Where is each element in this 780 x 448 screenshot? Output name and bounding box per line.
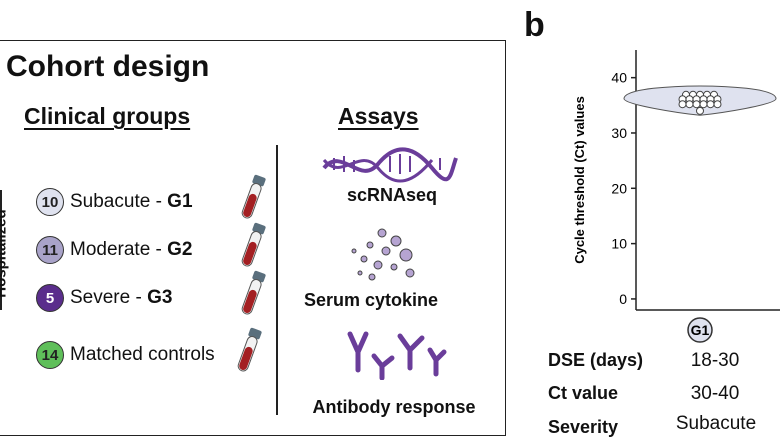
group-row-g3: 5 Severe - G3	[36, 281, 172, 315]
group-label: Moderate - G2	[70, 239, 193, 260]
group-row-controls: 14 Matched controls	[36, 338, 215, 372]
group-count-badge: 10	[36, 188, 64, 216]
blood-tube-icon	[241, 174, 266, 219]
row-value-dse: 18-30	[690, 350, 740, 371]
data-point	[685, 100, 694, 109]
row-label-ct: Ct value	[548, 383, 619, 403]
group-label: Severe - G3	[70, 287, 173, 308]
y-tick-label: 30	[611, 125, 627, 141]
hospitalized-bracket	[0, 190, 2, 310]
panel-b-letter: b	[524, 6, 545, 44]
y-tick-label: 0	[619, 291, 627, 307]
data-point	[706, 100, 715, 109]
data-point	[699, 100, 708, 109]
group-badge-label: G1	[691, 322, 710, 338]
y-tick-label: 40	[611, 70, 627, 86]
data-point	[713, 100, 722, 109]
y-axis-label: Cycle threshold (Ct) values	[572, 96, 587, 264]
dna-helix-icon	[322, 147, 458, 183]
assay-label-antibody-response: Antibody response	[312, 397, 476, 417]
hospitalized-label: Hospitalized	[0, 209, 10, 298]
data-point	[692, 100, 701, 109]
group-label: Subacute - G1	[70, 191, 193, 212]
y-tick-label: 10	[611, 236, 627, 252]
cohort-panel-frame	[0, 40, 506, 436]
y-tick-label: 20	[611, 180, 627, 196]
blood-tube-icon	[241, 222, 266, 267]
clinical-groups-heading: Clinical groups	[24, 103, 191, 129]
group-row-g2: 11 Moderate - G2	[36, 233, 193, 267]
group-badge-g1	[687, 317, 713, 343]
group-count-badge: 11	[36, 236, 64, 264]
group-row-g1: 10 Subacute - G1	[36, 185, 193, 219]
assay-label-serum-cytokine: Serum cytokine	[303, 290, 439, 310]
row-label-dse: DSE (days)	[548, 350, 644, 370]
antibody-icon	[347, 331, 447, 380]
row-value-severity: Subacute	[675, 413, 757, 434]
data-point	[678, 100, 687, 109]
row-value-ct: 30-40	[690, 383, 740, 404]
blood-tube-icon	[237, 327, 262, 372]
group-count-badge: 14	[36, 341, 64, 369]
row-label-severity: Severity	[548, 417, 619, 437]
assay-label-scrnaseq: scRNAseq	[346, 185, 438, 205]
data-point	[696, 106, 704, 115]
group-count-badge: 5	[36, 284, 64, 312]
column-divider	[276, 145, 278, 415]
cytokine-dots-icon	[351, 228, 415, 281]
group-label: Matched controls	[70, 344, 215, 365]
cohort-title: Cohort design	[6, 50, 210, 83]
assays-heading: Assays	[338, 103, 419, 129]
blood-tube-icon	[241, 270, 266, 315]
